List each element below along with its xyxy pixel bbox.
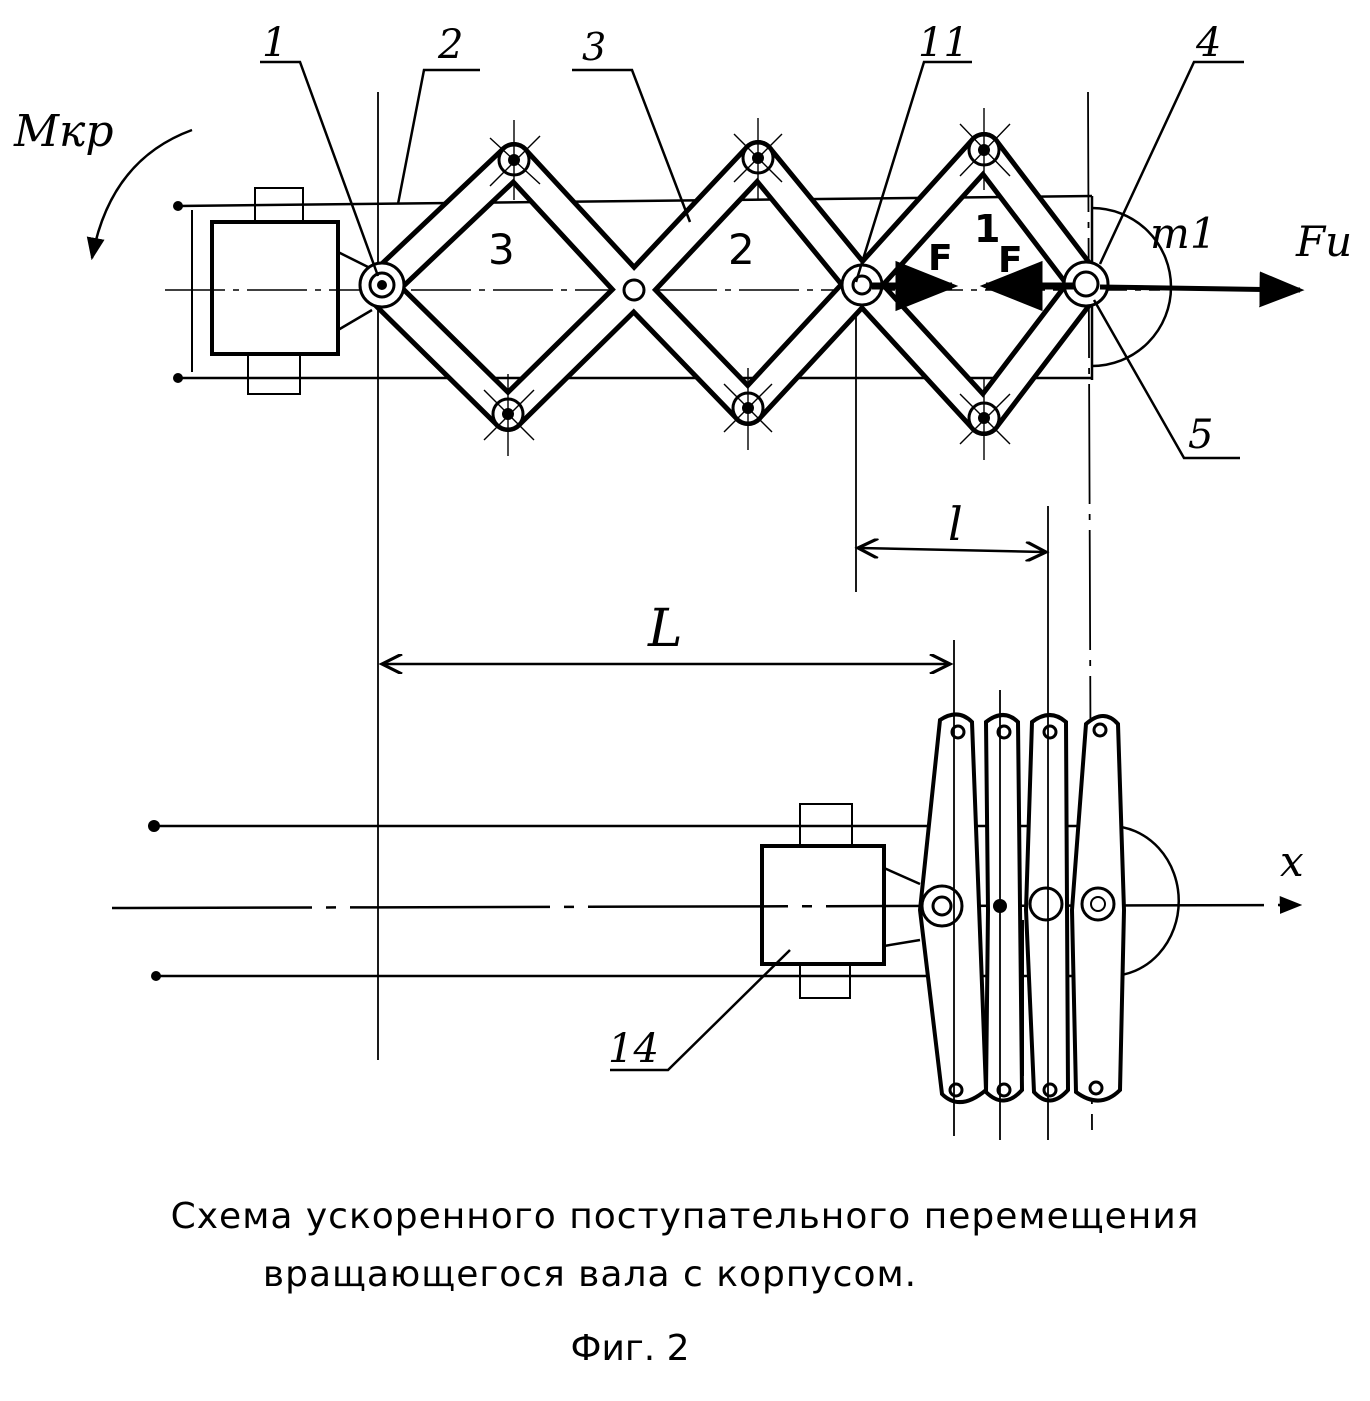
figure-number: Фиг. 2 — [570, 1328, 690, 1369]
rail-end-dot — [148, 820, 160, 832]
motor-link-folded — [883, 938, 921, 948]
inertia-force-arrow — [1099, 271, 1305, 308]
pivot-crosshairs — [483, 108, 1011, 460]
reference-label-14: 14 — [608, 1026, 659, 1072]
rail-end-dot — [173, 201, 183, 211]
mass-label: m1 — [1150, 209, 1217, 258]
mass-body-folded — [1109, 824, 1180, 978]
reference-label-5: 5 — [1188, 412, 1213, 458]
rail-end-dot — [151, 971, 161, 981]
motor-block — [210, 220, 340, 356]
rail-end-dot — [173, 373, 183, 383]
dimension-l-label: l — [948, 497, 963, 551]
motor-mount-bottom — [247, 353, 301, 395]
motor-mount-top — [254, 187, 304, 223]
inertia-force-label: Fи — [1295, 217, 1352, 266]
folded-pivots — [920, 722, 1116, 1098]
reference-label-1: 1 — [262, 20, 287, 66]
motor-to-pivot-link — [337, 250, 371, 270]
dimension-L-label: L — [647, 599, 683, 659]
reference-label-4: 4 — [1195, 20, 1221, 66]
torque-arrow — [86, 128, 193, 261]
link-number-1: 1 — [974, 207, 1000, 251]
reference-label-2: 2 — [437, 22, 463, 68]
leader-lines — [260, 60, 1244, 1072]
dimensions — [384, 548, 1044, 664]
reference-label-3: 3 — [582, 25, 606, 69]
force-label-right: F — [928, 238, 953, 279]
torque-label: Mкр — [13, 106, 114, 157]
link-number-3: 3 — [488, 225, 515, 274]
motor-link-folded — [883, 866, 921, 886]
folded-vertical-lines — [953, 506, 1049, 1140]
link-number-2: 2 — [728, 225, 755, 274]
extended-mechanism — [86, 60, 1305, 1131]
folded-mechanism — [111, 506, 1303, 1140]
force-label-left: F — [998, 240, 1023, 281]
caption-line-2: вращающегося вала с корпусом. — [262, 1254, 918, 1295]
motor-to-pivot-link — [337, 308, 373, 332]
x-axis-label: x — [1280, 837, 1304, 886]
dimension-l — [860, 548, 1044, 552]
reference-label-11: 11 — [918, 20, 969, 66]
motor-mount-top-folded — [799, 803, 853, 847]
scissor-links-inner — [369, 137, 1099, 431]
motor-mount-bottom-folded — [799, 963, 851, 999]
labels: Mкр 1 2 3 11 4 5 14 3 2 1 F F m1 Fи l L … — [13, 20, 1352, 1072]
caption-line-1: Схема ускоренного поступательного переме… — [170, 1196, 1200, 1237]
